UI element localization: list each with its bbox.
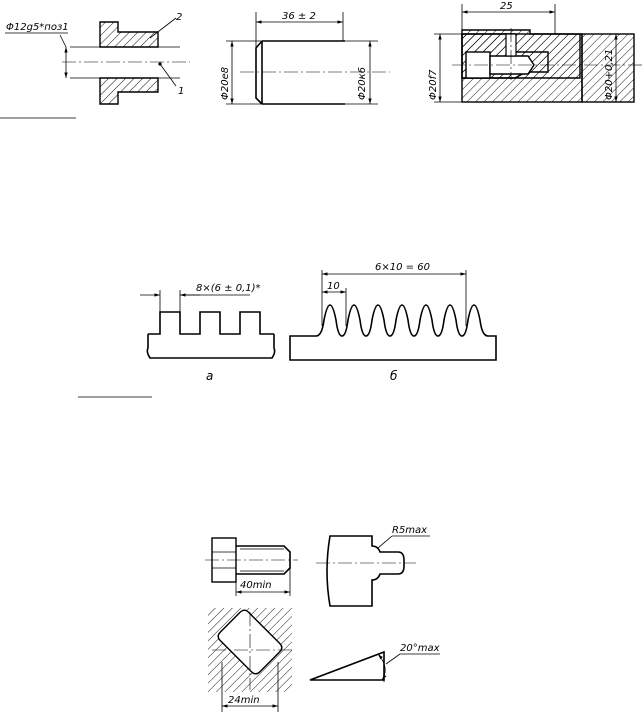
housing-right-block: [581, 33, 635, 103]
fig3-taper: 20°max: [309, 643, 440, 682]
angle-leader: [385, 653, 401, 665]
position-1-label: 1: [178, 86, 184, 97]
view-a-caption: а: [206, 369, 213, 383]
angle-label: 20°max: [400, 643, 440, 654]
pin-left-dia-label: Φ20e8: [220, 67, 231, 100]
bushing-bottom-section: [99, 77, 159, 105]
rack-total-label: 6×10 = 60: [375, 262, 430, 273]
bushing-top-section: [99, 21, 159, 48]
callout-leader: [59, 34, 67, 48]
taper-angle-arc: [377, 653, 387, 681]
fig3-shaft-end: R5max: [316, 525, 430, 607]
screw-thread: [489, 55, 535, 75]
pos2-leader: [149, 17, 177, 39]
pin-chamfer-left: [255, 40, 263, 105]
taper-wedge: [309, 650, 385, 681]
fig3-square-hole: 24min: [208, 608, 292, 712]
pos1-dot: [158, 62, 162, 66]
square-teeth-profile: [148, 311, 274, 335]
housing-left-dia-label: Φ20f7: [428, 69, 439, 100]
fig3-bolt: 40min: [205, 537, 298, 596]
rack-pitch-label: 10: [327, 281, 340, 292]
square-width-label: 24min: [228, 695, 260, 706]
fig2-view-b: 6×10 = 60 10 б: [289, 262, 497, 383]
pos1-leader: [159, 63, 177, 87]
radius-label: R5max: [392, 525, 427, 536]
fig2-view-a: 8×(6 ± 0,1)* а: [78, 283, 276, 398]
fig1-part-c: 25 Φ20+0,21 Φ20f7: [428, 1, 642, 103]
rounded-teeth-profile: [289, 304, 497, 361]
housing-length-label: 25: [500, 1, 513, 12]
bolt-length-label: 40min: [240, 580, 272, 591]
position-2-label: 2: [176, 12, 182, 23]
view-b-caption: б: [390, 369, 398, 383]
fig1-part-b: 36 ± 2 Φ20e8 Φ20к6: [220, 11, 390, 105]
pin-length-label: 36 ± 2: [282, 11, 316, 22]
radius-leader: [377, 535, 393, 549]
shaft-end-profile: [326, 535, 405, 607]
pin-right-dia-label: Φ20к6: [357, 67, 368, 100]
housing-right-dia-label: Φ20+0,21: [604, 49, 615, 100]
square-teeth-base: [146, 334, 276, 359]
shaft-callout-label: Φ12g5*поз1: [6, 22, 69, 33]
fig1-part-a: Φ12g5*поз1 2 1: [0, 12, 190, 119]
teeth-dimension-label: 8×(6 ± 0,1)*: [196, 283, 261, 294]
